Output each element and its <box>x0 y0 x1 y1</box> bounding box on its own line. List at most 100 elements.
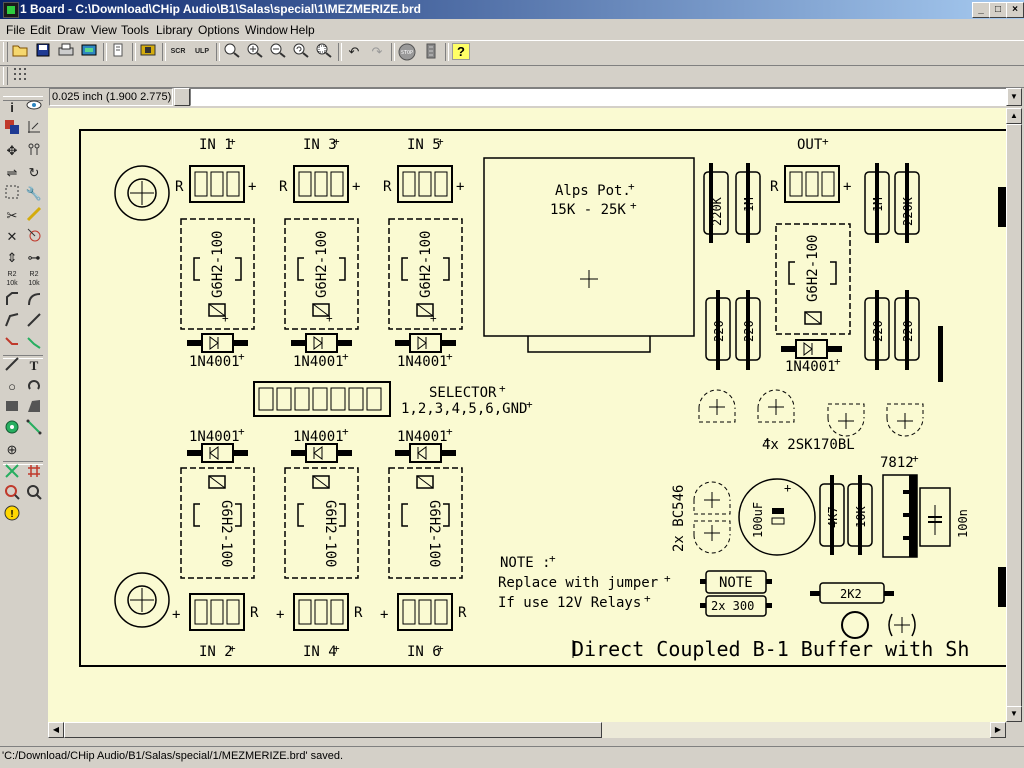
menu-tools[interactable]: Tools <box>121 23 150 37</box>
close-button[interactable]: × <box>1006 2 1024 18</box>
relay-top-2[interactable]: G6H2-100 + <box>284 218 359 330</box>
copy-icon[interactable] <box>24 141 44 161</box>
change-icon[interactable]: 🔧 <box>25 186 43 201</box>
route-icon[interactable] <box>24 312 44 332</box>
menu-options[interactable]: Options <box>198 23 240 37</box>
input-connector-in6[interactable]: + R IN 6+ <box>380 593 467 660</box>
info-icon[interactable]: i <box>10 100 14 115</box>
stop-icon[interactable]: STOP <box>397 42 417 62</box>
help-icon[interactable]: ? <box>451 42 471 62</box>
relay-bottom-2[interactable]: G6H2-100 <box>284 467 359 579</box>
go-icon[interactable] <box>421 42 441 62</box>
coordinate-button[interactable] <box>174 88 190 106</box>
resistor-220-4[interactable]: 220 <box>894 290 920 370</box>
board-icon[interactable] <box>138 42 158 62</box>
note-jumper[interactable]: NOTE <box>700 570 772 594</box>
relay-top-1[interactable]: G6H2-100 + <box>180 218 255 330</box>
polygon-icon[interactable] <box>24 398 44 418</box>
zoom-fit-icon[interactable] <box>222 42 242 62</box>
selector-connector[interactable]: SELECTOR+ 1,2,3,4,5,6,GND+ <box>253 381 533 417</box>
minimize-button[interactable]: _ <box>972 2 990 18</box>
jfet-4[interactable] <box>886 403 924 437</box>
warning-icon[interactable]: ! <box>2 505 22 525</box>
circle-icon[interactable]: ○ <box>8 379 16 394</box>
relay-bottom-3[interactable]: G6H2-100 <box>388 467 463 579</box>
output-connector[interactable]: OUT+ R+ <box>770 135 851 203</box>
voltage-regulator-7812[interactable]: 7812+ <box>880 452 919 558</box>
board-canvas[interactable]: IN 1+ R+ IN 3+ R+ IN 5+ R+ G6H2-100 + G6… <box>48 108 1006 722</box>
resistor-220-1[interactable]: 220 <box>705 290 731 370</box>
redo-icon[interactable]: ↷ <box>371 44 383 59</box>
zoom-select-icon[interactable] <box>314 42 334 62</box>
menu-file[interactable]: File <box>6 23 26 37</box>
command-history-dropdown[interactable]: ▼ <box>1006 88 1022 106</box>
print-icon[interactable] <box>56 42 76 62</box>
toolbar-grip[interactable] <box>3 42 8 62</box>
diode-bottom-3[interactable]: 1N4001+ <box>395 425 456 463</box>
delete-icon[interactable]: ✕ <box>6 229 18 244</box>
input-connector-in1[interactable]: IN 1+ R+ <box>175 135 256 203</box>
relay-bottom-1[interactable]: G6H2-100 <box>180 467 255 579</box>
menu-view[interactable]: View <box>91 23 117 37</box>
undo-icon[interactable]: ↶ <box>348 44 360 59</box>
value-icon[interactable]: ⊶ <box>27 250 41 265</box>
menu-edit[interactable]: Edit <box>30 23 51 37</box>
menu-window[interactable]: Window <box>245 23 288 37</box>
name-icon[interactable]: ⇕ <box>6 250 18 265</box>
film-capacitor-100n[interactable]: 100n <box>919 487 970 547</box>
jfet-1[interactable] <box>698 389 736 423</box>
resistor-10k[interactable]: 10K <box>847 475 873 555</box>
paste-icon[interactable]: ✂ <box>6 208 18 223</box>
mirror-icon[interactable]: ⇌ <box>6 165 18 180</box>
ratsnest-icon[interactable] <box>2 463 22 483</box>
resistor-220-3[interactable]: 220 <box>864 290 890 370</box>
scroll-right-button[interactable]: ▶ <box>990 722 1006 738</box>
add-icon[interactable] <box>24 227 44 247</box>
save-icon[interactable] <box>33 42 53 62</box>
show-icon[interactable] <box>24 98 44 118</box>
diode-bottom-1[interactable]: 1N4001+ <box>187 425 248 463</box>
signal-line-icon[interactable] <box>24 419 44 439</box>
jfet-2[interactable] <box>757 389 795 423</box>
resistor-2k2[interactable]: 2K2 <box>810 582 894 604</box>
horizontal-scroll-thumb[interactable] <box>64 722 602 738</box>
ulp-icon[interactable]: ULP <box>192 42 212 62</box>
grid-icon[interactable] <box>10 66 30 86</box>
hole-icon[interactable]: ⊕ <box>6 442 18 457</box>
horizontal-scrollbar[interactable]: ◀ ▶ <box>48 722 1006 738</box>
optimize-icon[interactable] <box>2 312 22 332</box>
errors-icon[interactable] <box>24 484 44 504</box>
menu-draw[interactable]: Draw <box>57 23 86 37</box>
resistor-220k-left[interactable]: 220K <box>703 163 729 243</box>
scroll-down-button[interactable]: ▼ <box>1006 706 1022 722</box>
resistor-1m-left[interactable]: 1M <box>735 163 761 243</box>
resistor-220k-right[interactable]: 220K <box>894 163 920 243</box>
zoom-out-icon[interactable] <box>268 42 288 62</box>
wire-icon[interactable] <box>2 356 22 376</box>
command-input[interactable] <box>190 88 1008 106</box>
folder-open-icon[interactable] <box>10 42 30 62</box>
resistor-220-2[interactable]: 220 <box>735 290 761 370</box>
diode-bottom-2[interactable]: 1N4001+ <box>291 425 352 463</box>
arc-icon[interactable] <box>24 377 44 397</box>
scroll-left-button[interactable]: ◀ <box>48 722 64 738</box>
display-layers-icon[interactable] <box>2 119 22 139</box>
drc-icon[interactable] <box>2 484 22 504</box>
miter-icon[interactable] <box>2 291 22 311</box>
resistor-300-pair[interactable]: 2x 300 <box>700 595 772 617</box>
signal-icon[interactable] <box>24 334 44 354</box>
vertical-scroll-thumb[interactable] <box>1006 124 1022 716</box>
menu-help[interactable]: Help <box>290 23 315 37</box>
input-connector-in5[interactable]: IN 5+ R+ <box>383 135 464 203</box>
maximize-button[interactable]: □ <box>989 2 1007 18</box>
rect-icon[interactable] <box>2 398 22 418</box>
ripup-icon[interactable] <box>24 206 44 226</box>
arc-split-icon[interactable] <box>24 291 44 311</box>
resistor-1m-right[interactable]: 1M <box>864 163 890 243</box>
input-connector-in2[interactable]: + R IN 2+ <box>172 593 259 660</box>
group-icon[interactable] <box>2 184 22 204</box>
relay-output[interactable]: G6H2-100 <box>775 223 851 335</box>
zoom-redraw-icon[interactable] <box>291 42 311 62</box>
alps-potentiometer[interactable]: Alps Pot.+ 15K - 25K+ <box>483 157 695 353</box>
